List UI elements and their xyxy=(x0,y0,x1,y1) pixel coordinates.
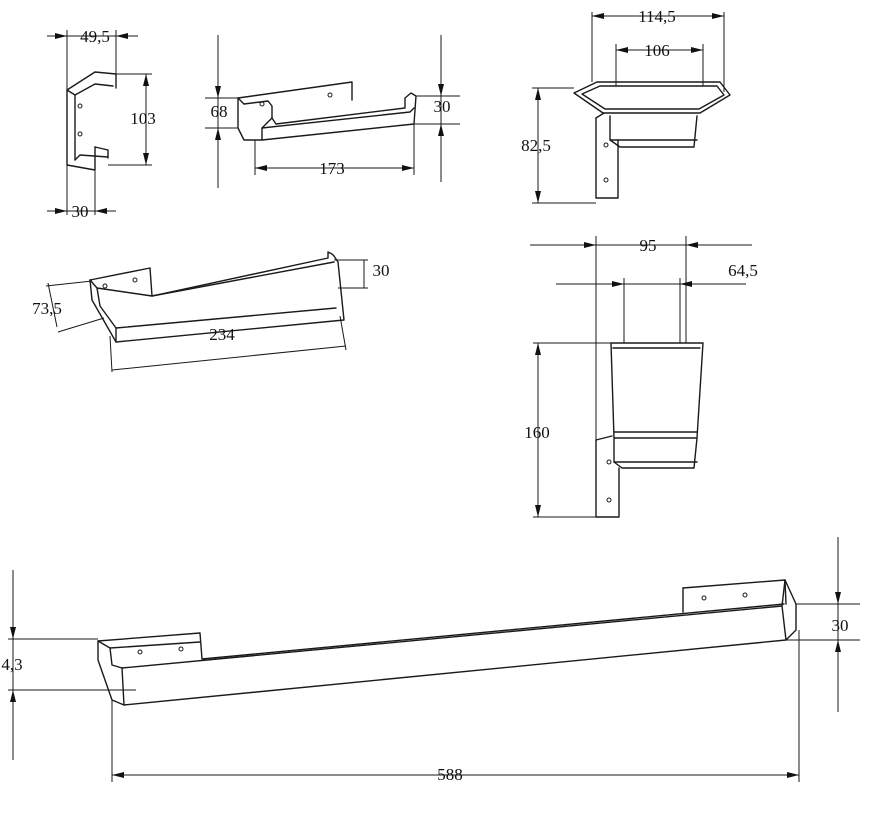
label-hook-height: 103 xyxy=(130,109,156,128)
robe-hook-drawing xyxy=(47,30,152,215)
label-bar-projection: 4,3 xyxy=(1,655,22,674)
label-soap-outer: 114,5 xyxy=(638,7,676,26)
label-paper-length: 234 xyxy=(209,325,235,344)
paper-holder-drawing xyxy=(45,251,368,373)
label-hook-depth: 30 xyxy=(72,202,89,221)
label-hook-width: 49,5 xyxy=(80,27,110,46)
label-paper-height: 30 xyxy=(373,261,390,280)
label-shelf-depth: 30 xyxy=(434,97,451,116)
label-tumbler-offset: 64,5 xyxy=(728,261,758,280)
towel-bar-drawing xyxy=(8,537,860,782)
label-shelf-height: 68 xyxy=(211,102,228,121)
label-soap-inner: 106 xyxy=(644,41,670,60)
label-tumbler-height: 160 xyxy=(524,423,550,442)
tumbler-holder-drawing xyxy=(530,236,752,518)
label-paper-depth: 73,5 xyxy=(32,299,62,318)
shelf-drawing xyxy=(205,35,460,188)
soap-dish-drawing xyxy=(532,12,731,204)
label-soap-height: 82,5 xyxy=(521,136,551,155)
label-tumbler-width: 95 xyxy=(640,236,657,255)
label-shelf-width: 173 xyxy=(319,159,345,178)
label-bar-length: 588 xyxy=(437,765,463,784)
label-bar-height: 30 xyxy=(832,616,849,635)
